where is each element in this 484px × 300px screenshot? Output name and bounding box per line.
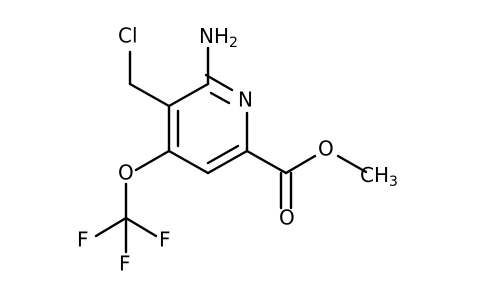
fluorine-left-label: F (77, 228, 89, 252)
amino-subscript: 2 (229, 35, 238, 51)
methyl-label: CH3 (360, 163, 398, 191)
bond-c2-n1-double (209, 91, 231, 105)
bond-o-methyl (336, 154, 368, 174)
ring-nitrogen-label: N (238, 88, 253, 112)
bond-c6-c5-double (206, 144, 240, 165)
ester-oxygen-single-label: O (318, 137, 334, 161)
chlorine-label: Cl (118, 24, 138, 48)
bond-cf3-f-right (124, 216, 158, 238)
ester-oxygen-double-label: O (279, 206, 295, 230)
bond-carbonyl-o-single (284, 154, 317, 175)
fluorine-right-label: F (159, 228, 171, 252)
methyl-subscript: 3 (389, 174, 398, 190)
amino-main: NH (199, 24, 229, 48)
bond-c4-o (134, 149, 171, 172)
bond-cf3-f-left (94, 216, 128, 238)
methyl-main: CH (360, 163, 389, 187)
bond-c2-n1 (204, 73, 234, 92)
bond-c3-ch2 (128, 82, 171, 108)
amino-label: NH2 (199, 24, 238, 52)
fluorine-bottom-label: F (119, 252, 131, 276)
bond-c6-c5 (206, 149, 249, 175)
pyridine-ring (167, 73, 249, 175)
ether-oxygen-label: O (118, 161, 134, 185)
substituents (94, 46, 368, 254)
bond-c6-carbonyl (245, 149, 288, 175)
bond-c3-c2 (167, 82, 210, 108)
atom-labels: NH2 N Cl O F F F O O CH3 (77, 24, 398, 276)
bond-c5-c4 (167, 149, 210, 175)
